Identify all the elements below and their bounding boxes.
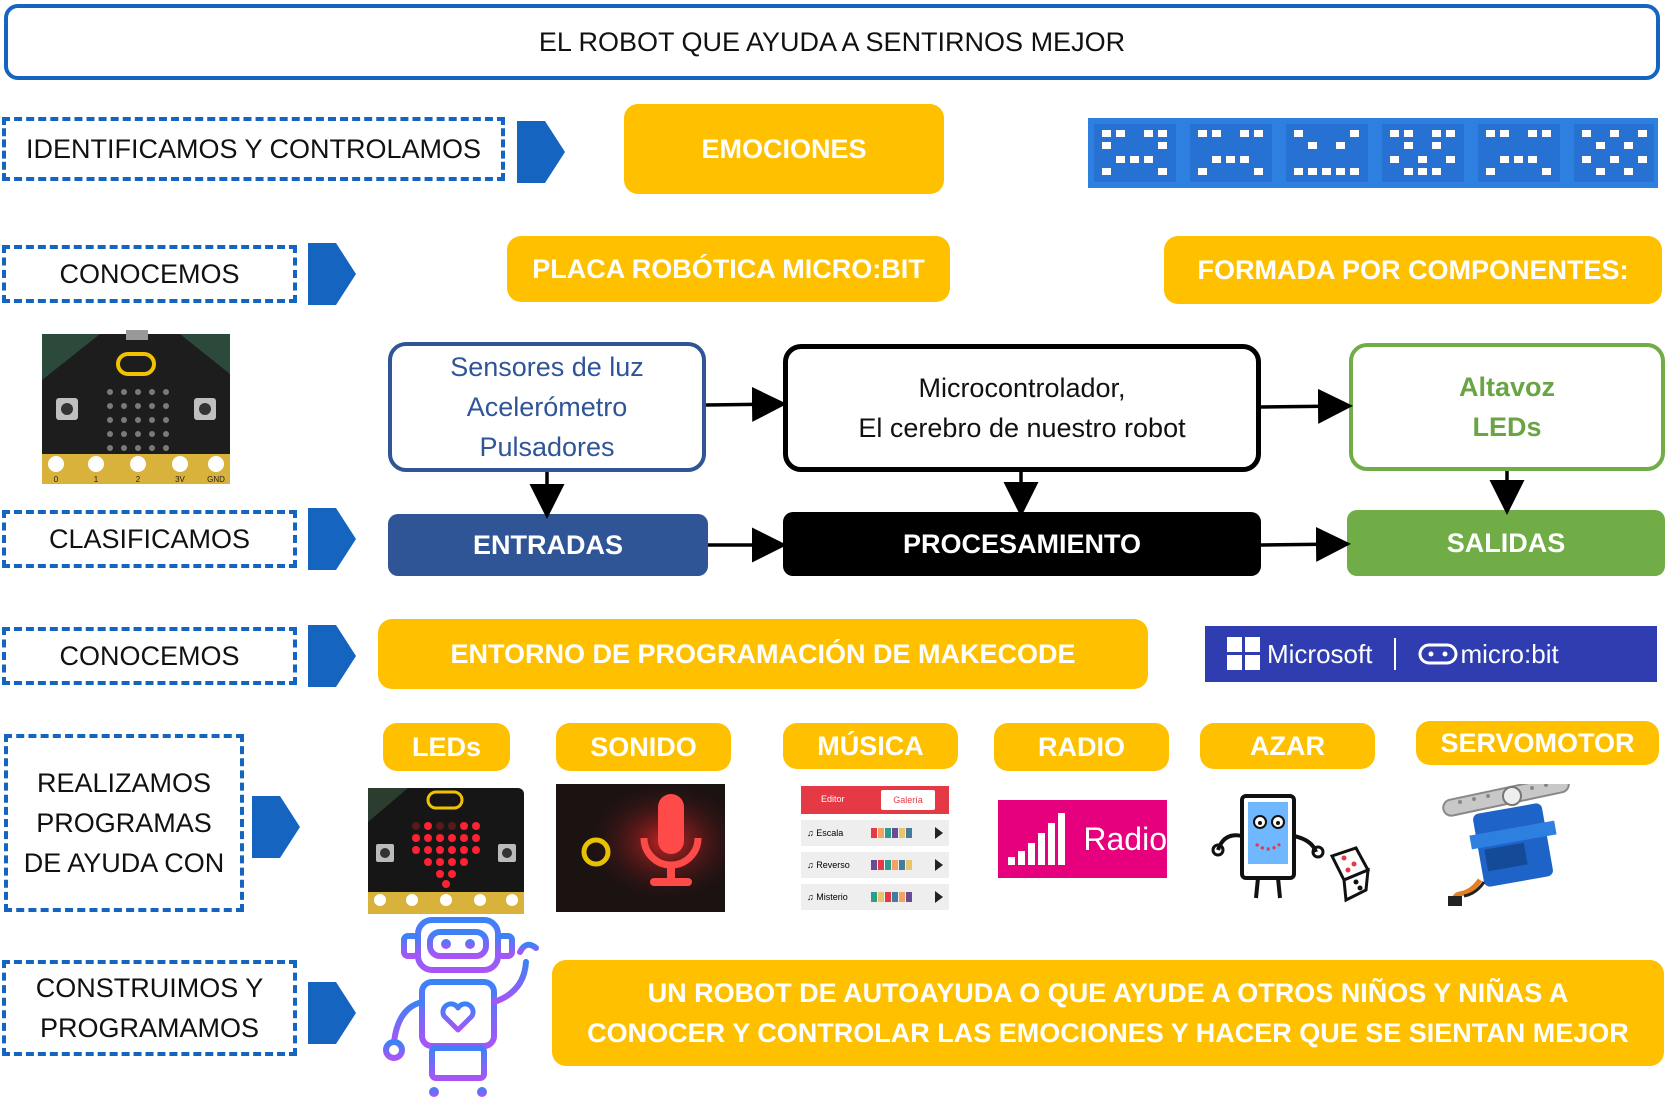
music-row-3: ♫ Misterio (801, 884, 949, 910)
music-tab-galeria: Galería (881, 790, 935, 810)
emotion-led-panel (1088, 118, 1658, 188)
robot-heart-icon (383, 917, 539, 1097)
azar-program-image (1206, 786, 1376, 908)
inputs-line-2: Acelerómetro (466, 392, 628, 422)
servomotor-program-image (1440, 784, 1574, 908)
microsoft-microbit-banner: Microsoft micro:bit (1205, 626, 1657, 682)
radio-label: Radio (1083, 820, 1167, 857)
microbit-board-icon: 0 1 2 3V GND (42, 330, 230, 484)
label-clasificamos: CLASIFICAMOS (2, 510, 297, 568)
inputs-line-3: Pulsadores (479, 432, 615, 462)
music-tab-editor: Editor (821, 794, 845, 804)
pin-label-0: 0 (54, 475, 59, 484)
microbit-label: micro:bit (1460, 638, 1559, 669)
dice-character-icon (1211, 794, 1371, 903)
chevron-arrow-icon (517, 121, 565, 183)
page-title: EL ROBOT QUE AYUDA A SENTIRNOS MEJOR (4, 4, 1660, 80)
music-row-3-label: Misterio (816, 892, 848, 902)
procesamiento-bar: PROCESAMIENTO (783, 512, 1261, 576)
program-label-leds: LEDs (383, 723, 510, 771)
outputs-line-1: Altavoz (1458, 372, 1556, 402)
robot-illustration (370, 912, 550, 1098)
microsoft-logo-icon (1227, 637, 1260, 670)
pin-label-gnd: GND (207, 475, 225, 484)
emociones-box: EMOCIONES (624, 104, 944, 194)
robot-goal-line-1: UN ROBOT DE AUTOAYUDA O QUE AYUDE A OTRO… (647, 978, 1569, 1008)
microsoft-label: Microsoft (1267, 638, 1373, 669)
program-label-sonido: SONIDO (556, 723, 731, 771)
radio-program-image: Radio (998, 800, 1167, 878)
salidas-bar: SALIDAS (1347, 510, 1665, 576)
microphone-icon (556, 784, 725, 912)
label-realizamos: REALIZAMOS PROGRAMAS DE AYUDA CON (4, 734, 244, 912)
processor-line-2: El cerebro de nuestro robot (858, 413, 1186, 443)
inputs-node: Sensores de luz Acelerómetro Pulsadores (388, 342, 706, 472)
music-row-1-label: Escala (816, 828, 844, 838)
label-construimos-text: CONSTRUIMOS Y PROGRAMAMOS (35, 973, 264, 1043)
chevron-arrow-icon (308, 625, 356, 687)
music-row-1: ♫ Escala (801, 820, 949, 846)
chevron-arrow-icon (308, 243, 356, 305)
robot-goal-box: UN ROBOT DE AUTOAYUDA O QUE AYUDE A OTRO… (552, 960, 1664, 1066)
leds-program-image (368, 788, 524, 914)
program-label-radio: RADIO (994, 723, 1169, 771)
pin-label-2: 2 (136, 475, 141, 484)
arrow-procesamiento-to-salidas (1260, 526, 1351, 562)
chevron-arrow-icon (308, 982, 356, 1044)
pin-label-1: 1 (94, 475, 99, 484)
label-conocemos-2-text: CONOCEMOS (59, 641, 240, 671)
label-conocemos-1-text: CONOCEMOS (59, 259, 240, 289)
label-clasificamos-text: CLASIFICAMOS (48, 524, 251, 554)
label-conocemos-2: CONOCEMOS (2, 627, 297, 685)
arrow-processor-to-outputs (1260, 388, 1353, 424)
label-construimos: CONSTRUIMOS Y PROGRAMAMOS (2, 960, 297, 1056)
chevron-arrow-icon (252, 796, 300, 858)
componentes-box: FORMADA POR COMPONENTES: (1164, 236, 1662, 304)
label-identificamos-text: IDENTIFICAMOS Y CONTROLAMOS (25, 134, 482, 164)
emotion-led-faces-icon (1094, 124, 1654, 182)
arrow-inputs-to-processor (705, 386, 787, 422)
processor-node: Microcontrolador, El cerebro de nuestro … (783, 344, 1261, 472)
label-realizamos-text: REALIZAMOS PROGRAMAS DE AYUDA CON (23, 768, 225, 878)
label-identificamos: IDENTIFICAMOS Y CONTROLAMOS (2, 117, 505, 181)
microbit-heart-icon (368, 788, 524, 914)
makecode-box: ENTORNO DE PROGRAMACIÓN DE MAKECODE (378, 619, 1148, 689)
signal-bars-icon (1008, 813, 1065, 865)
sonido-program-image (556, 784, 725, 912)
outputs-line-2: LEDs (1472, 412, 1542, 442)
robot-goal-line-2: CONOCER Y CONTROLAR LAS EMOCIONES Y HACE… (587, 1018, 1629, 1048)
outputs-node: Altavoz LEDs (1349, 343, 1665, 471)
musica-program-image: Editor Galería ♫ Escala ♫ Reverso ♫ Mist… (801, 786, 949, 910)
program-label-musica: MÚSICA (783, 723, 958, 769)
microbit-board-image: 0 1 2 3V GND (40, 330, 232, 490)
music-row-2-label: Reverso (816, 860, 850, 870)
microbit-logo-icon (1418, 643, 1458, 665)
chevron-arrow-icon (308, 508, 356, 570)
program-label-servomotor: SERVOMOTOR (1416, 721, 1659, 765)
label-conocemos-1: CONOCEMOS (2, 245, 297, 303)
pin-label-3v: 3V (175, 475, 185, 484)
servo-motor-icon (1442, 784, 1570, 906)
banner-divider (1394, 638, 1397, 670)
inputs-line-1: Sensores de luz (450, 352, 644, 382)
placa-microbit-box: PLACA ROBÓTICA MICRO:BIT (507, 236, 950, 302)
entradas-bar: ENTRADAS (388, 514, 708, 576)
music-note-bars-icon (871, 827, 943, 903)
processor-line-1: Microcontrolador, (918, 373, 1126, 403)
program-label-azar: AZAR (1200, 723, 1375, 769)
